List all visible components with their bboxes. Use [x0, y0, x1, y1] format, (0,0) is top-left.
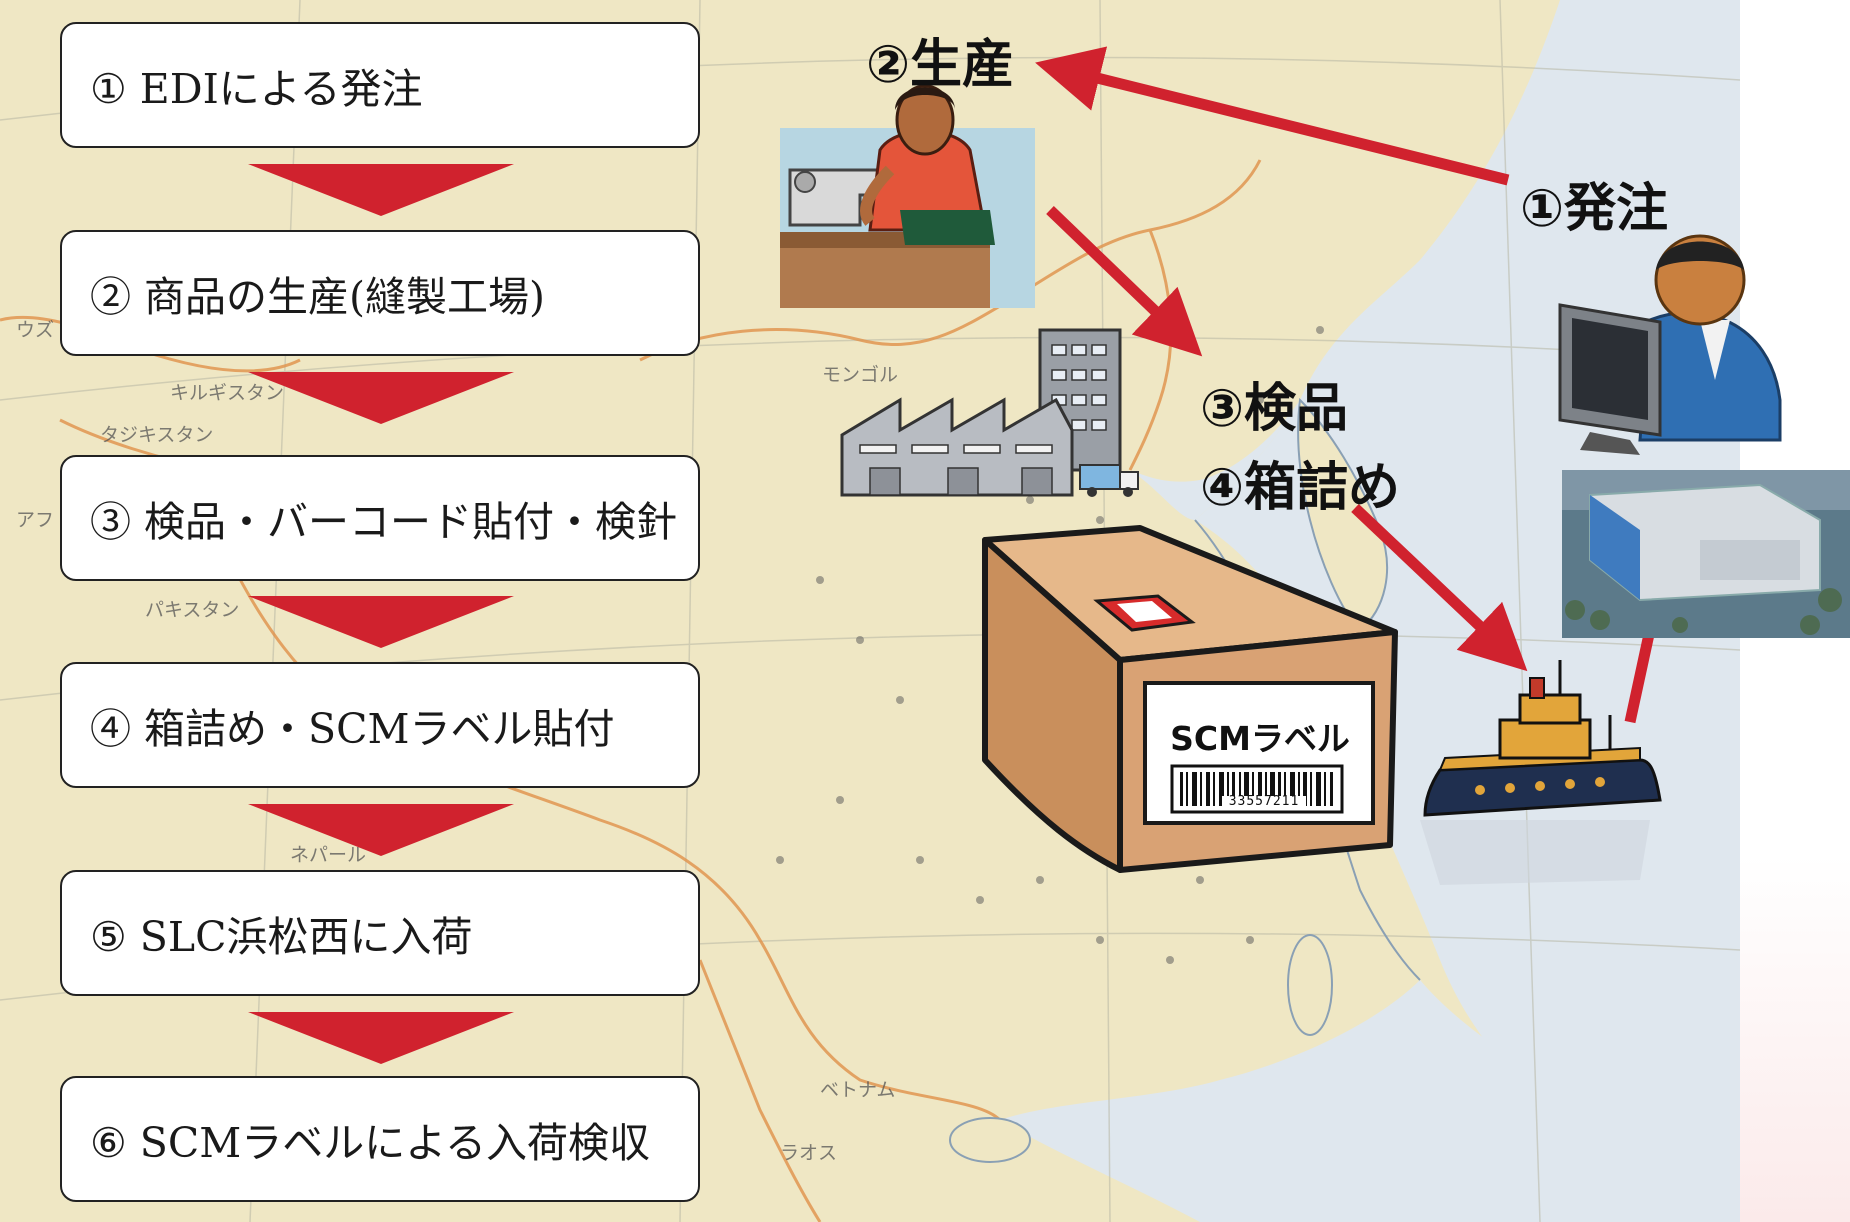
step-5-label: ⑤ SLC浜松西に入荷 — [90, 913, 473, 961]
arrow-packing-to-ship — [1351, 504, 1528, 672]
factory-illustration — [840, 328, 1139, 497]
step-3-label: ③ 検品・バーコード貼付・検針 — [90, 498, 678, 546]
step-4-box: ④ 箱詰め・SCMラベル貼付 — [60, 662, 700, 788]
arrow-production-to-inspection — [1046, 206, 1203, 357]
label-production: ②生産 — [866, 35, 1015, 95]
cardboard-box-illustration — [982, 525, 1398, 873]
step-1-label: ① EDIによる発注 — [90, 65, 423, 113]
arrow-order-to-production — [1035, 46, 1510, 186]
step-3-box: ③ 検品・バーコード貼付・検針 — [60, 455, 700, 581]
map-label-afghan: アフ — [16, 509, 55, 531]
step-4-label: ④ 箱詰め・SCMラベル貼付 — [90, 705, 615, 753]
label-packing: ④箱詰め — [1200, 458, 1401, 518]
scm-barcode-number: 33557211 — [1228, 794, 1300, 809]
map-label-nepal: ネパール — [290, 844, 367, 866]
step-2-label: ② 商品の生産(縫製工場) — [90, 273, 546, 321]
step-2-box: ② 商品の生産(縫製工場) — [60, 230, 700, 356]
map-label-vietnam: ベトナム — [820, 1079, 896, 1101]
map-label-uzbek: ウズ — [16, 319, 55, 341]
sewing-worker-illustration — [780, 84, 1035, 308]
flow-arrow-2 — [248, 372, 514, 424]
person-at-computer-icon — [1558, 234, 1782, 455]
map-label-pakistan: パキスタン — [145, 599, 240, 621]
label-inspection: ③検品 — [1200, 379, 1349, 439]
flow-arrow-3 — [248, 596, 514, 648]
flow-arrow-4 — [248, 804, 514, 856]
cargo-ship-illustration — [1420, 660, 1662, 885]
step-1-box: ① EDIによる発注 — [60, 22, 700, 148]
map-label-tajikistan: タジキスタン — [100, 424, 214, 446]
warehouse-aerial-photo — [1562, 470, 1850, 638]
step-6-label: ⑥ SCMラベルによる入荷検収 — [90, 1119, 650, 1167]
step-5-box: ⑤ SLC浜松西に入荷 — [60, 870, 700, 996]
map-label-kyrgyzstan: キルギスタン — [170, 382, 285, 404]
label-order: ①発注 — [1520, 179, 1669, 239]
step-6-box: ⑥ SCMラベルによる入荷検収 — [60, 1076, 700, 1202]
flow-arrow-5 — [248, 1012, 514, 1064]
scm-label-title: SCMラベル — [1170, 719, 1350, 758]
map-label-mongolia: モンゴル — [822, 364, 899, 386]
flow-arrow-1 — [248, 164, 514, 216]
map-label-laos: ラオス — [780, 1142, 838, 1164]
